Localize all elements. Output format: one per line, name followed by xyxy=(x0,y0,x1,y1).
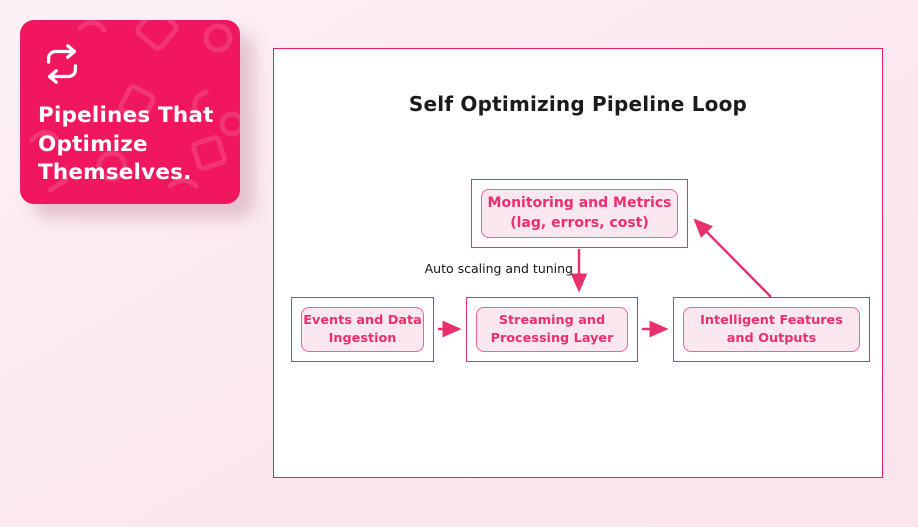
node-streaming-processing-layer: Streaming and Processing Layer xyxy=(466,297,638,362)
node-events-label: Events and Data Ingestion xyxy=(301,307,424,352)
repeat-icon xyxy=(46,44,78,84)
node-events-line2: Ingestion xyxy=(328,330,397,346)
node-events-and-data-ingestion: Events and Data Ingestion xyxy=(291,297,434,362)
node-monitoring-line2: (lag, errors, cost) xyxy=(510,214,649,231)
promo-card-title: Pipelines That Optimize Themselves. xyxy=(38,103,214,185)
diagram-title: Self Optimizing Pipeline Loop xyxy=(408,92,748,116)
node-monitoring-and-metrics: Monitoring and Metrics (lag, errors, cos… xyxy=(471,179,688,248)
arrow-intelligent-to-monitoring xyxy=(693,218,772,298)
node-intelligent-features-outputs: Intelligent Features and Outputs xyxy=(673,297,870,362)
doodle-pattern xyxy=(29,20,240,193)
diagram-arrows xyxy=(438,218,772,338)
node-intelligent-line2: and Outputs xyxy=(726,330,817,346)
node-intelligent-line1: Intelligent Features xyxy=(700,312,843,328)
node-events-line1: Events and Data xyxy=(303,312,422,328)
node-streaming-line1: Streaming and xyxy=(498,312,606,328)
node-intelligent-label: Intelligent Features and Outputs xyxy=(683,307,860,352)
node-monitoring-label: Monitoring and Metrics (lag, errors, cos… xyxy=(481,189,678,238)
node-streaming-label: Streaming and Processing Layer xyxy=(476,307,628,352)
node-monitoring-line1: Monitoring and Metrics xyxy=(487,194,672,211)
auto-scaling-label: Auto scaling and tuning xyxy=(424,261,573,276)
diagram-panel: Self Optimizing Pipeline Loop Monitoring… xyxy=(273,48,883,478)
pipelines-promo-card: Pipelines That Optimize Themselves. xyxy=(20,20,240,204)
node-streaming-line2: Processing Layer xyxy=(490,330,614,346)
